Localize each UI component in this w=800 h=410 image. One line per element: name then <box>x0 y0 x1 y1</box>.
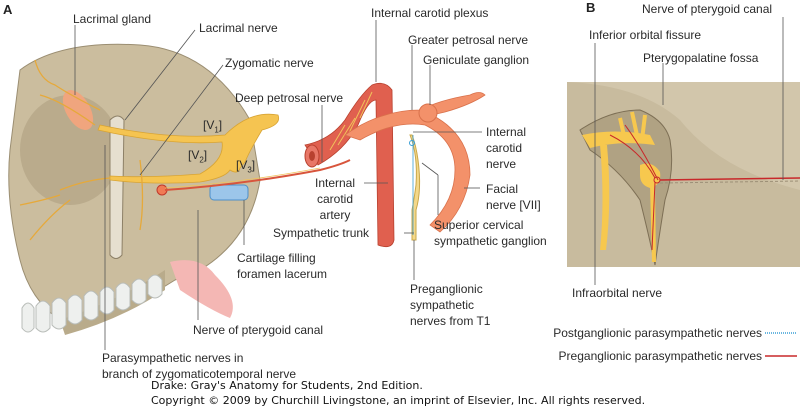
label-superior-cervical-ganglion: Superior cervical sympathetic ganglion <box>434 218 547 248</box>
panel-b-illustration <box>567 82 800 267</box>
legend-preganglionic: Preganglionic parasympathetic nerves <box>558 349 762 363</box>
legend-postganglionic: Postganglionic parasympathetic nerves <box>553 326 762 340</box>
label-sympathetic-trunk: Sympathetic trunk <box>273 226 370 240</box>
label-lacrimal-gland: Lacrimal gland <box>73 12 152 26</box>
label-pterygopalatine-fossa: Pterygopalatine fossa <box>643 51 759 65</box>
label-deep-petrosal-nerve: Deep petrosal nerve <box>235 91 344 105</box>
label-preganglionic-sympathetic: Preganglionic sympathetic nerves from T1 <box>410 282 491 328</box>
label-infraorbital-nerve: Infraorbital nerve <box>572 286 663 300</box>
label-geniculate-ganglion: Geniculate ganglion <box>423 53 530 67</box>
label-v3: [V3] <box>236 158 256 175</box>
label-parasympathetic-zygomaticotemporal: Parasympathetic nerves in branch of zygo… <box>102 351 297 381</box>
label-v2: [V2] <box>188 148 208 165</box>
leader-lines <box>74 17 784 350</box>
caption-source: Drake: Gray's Anatomy for Students, 2nd … <box>151 379 423 392</box>
facial-nerve <box>344 92 486 233</box>
label-internal-carotid-artery: Internal carotid artery <box>315 176 356 222</box>
label-v1: [V1] <box>203 118 223 135</box>
panel-label-a: A <box>3 2 13 17</box>
internal-carotid-artery <box>304 82 395 248</box>
label-lacrimal-nerve: Lacrimal nerve <box>199 21 278 35</box>
label-internal-carotid-plexus: Internal carotid plexus <box>371 6 489 20</box>
label-facial-nerve: Facial nerve [VII] <box>486 182 541 212</box>
label-inferior-orbital-fissure: Inferior orbital fissure <box>589 28 702 42</box>
label-zygomatic-nerve: Zygomatic nerve <box>225 56 314 70</box>
label-cartilage-foramen-lacerum: Cartilage filling foramen lacerum <box>237 251 328 281</box>
label-nerve-pterygoid-canal-a: Nerve of pterygoid canal <box>193 323 324 337</box>
caption-copyright: Copyright © 2009 by Churchill Livingston… <box>151 394 646 407</box>
label-internal-carotid-nerve: Internal carotid nerve <box>486 125 527 171</box>
label-nerve-pterygoid-canal-b: Nerve of pterygoid canal <box>642 2 773 16</box>
panel-label-b: B <box>586 0 596 15</box>
trigeminal-nerve <box>97 113 280 184</box>
small-nerve-branches <box>19 59 144 241</box>
sympathetic-trunk <box>409 134 421 241</box>
skull-illustration <box>8 43 261 335</box>
teeth <box>21 274 163 333</box>
label-greater-petrosal-nerve: Greater petrosal nerve <box>408 33 529 47</box>
